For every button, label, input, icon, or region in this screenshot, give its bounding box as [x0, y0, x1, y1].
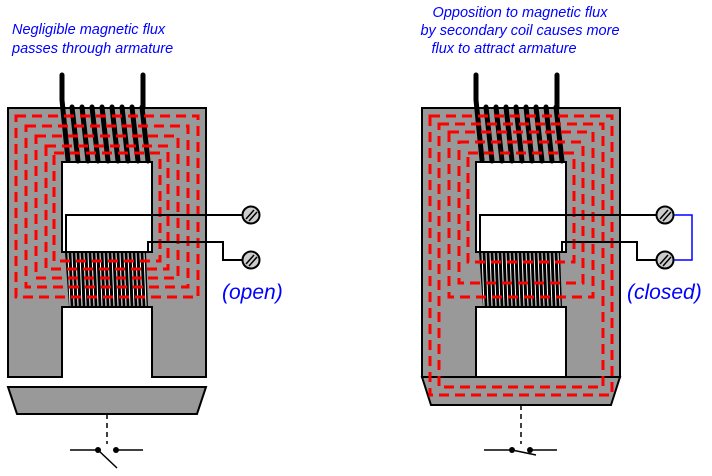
screw-slot	[245, 209, 255, 220]
switch-blade	[97, 449, 118, 469]
secondary-coil-gap	[549, 252, 553, 307]
screw-slot	[245, 254, 255, 265]
secondary-coil-gap	[505, 252, 509, 307]
left-caption-line-2: passes through armature	[11, 41, 173, 57]
open-label: (open)	[222, 281, 283, 304]
magnetic-flux-path	[44, 144, 170, 271]
screw-slot	[659, 254, 669, 265]
secondary-wire-2	[561, 241, 657, 261]
screw-slot	[248, 256, 258, 267]
secondary-coil-gap	[517, 252, 521, 307]
screw-slot	[662, 256, 672, 267]
terminal-screw	[655, 205, 675, 225]
right-caption-line-2: by secondary coil causes more	[420, 23, 619, 39]
magnetic-flux-path	[34, 134, 180, 280]
left-caption-line-1: Negligible magnetic flux	[12, 22, 166, 38]
magnetic-flux-path	[52, 151, 162, 263]
magnetic-flux-path	[437, 122, 605, 389]
magnetic-flux-path	[428, 114, 614, 397]
right-caption-line-1: Opposition to magnetic flux	[433, 5, 609, 21]
magnetic-flux-path	[14, 114, 200, 299]
secondary-coil-gap	[533, 252, 537, 307]
secondary-coil-gap	[553, 252, 557, 307]
magnetic-flux-path	[457, 140, 585, 285]
contact-terminal	[113, 447, 119, 453]
armature	[420, 376, 622, 406]
coil-lead-left	[59, 72, 71, 163]
secondary-coil-gap	[521, 252, 525, 307]
armature	[6, 386, 208, 415]
secondary-coil-gap	[489, 252, 493, 307]
primary-coil-turn	[553, 104, 565, 164]
terminal-screw	[241, 250, 261, 270]
primary-coil-turn	[503, 104, 515, 164]
contact-terminal	[527, 447, 533, 453]
screw-slot	[659, 209, 669, 220]
primary-coil-turn	[89, 104, 101, 164]
secondary-wire-2	[147, 241, 243, 261]
screw-slot	[662, 211, 672, 222]
terminal-screw	[655, 250, 675, 270]
secondary-wire-1	[65, 214, 243, 252]
relay-open	[6, 72, 261, 469]
right-caption-line-3: flux to attract armature	[431, 41, 576, 57]
shorting-wire	[674, 214, 693, 261]
secondary-wire-1	[479, 214, 657, 252]
coil-lead-left	[473, 72, 485, 163]
magnetic-flux-path	[24, 124, 190, 289]
secondary-coil-gap	[485, 252, 489, 307]
magnetic-flux-path	[466, 151, 576, 264]
switch-blade	[511, 449, 537, 456]
primary-coil-turn	[139, 104, 151, 164]
terminal-screw	[241, 205, 261, 225]
magnetic-core	[7, 107, 207, 378]
screw-slot	[248, 211, 258, 222]
closed-label: (closed)	[627, 281, 702, 304]
secondary-coil-gap	[501, 252, 505, 307]
secondary-coil-gap	[537, 252, 541, 307]
relay-closed	[420, 72, 693, 456]
